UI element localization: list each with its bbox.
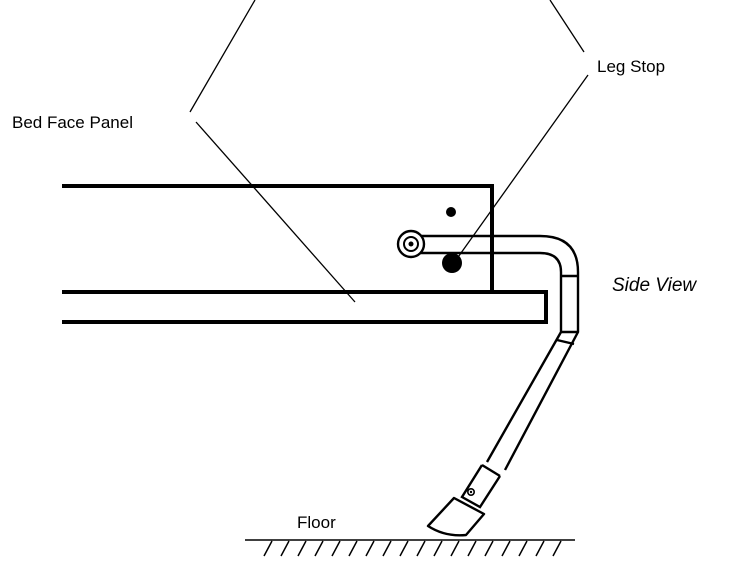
- floor: [245, 539, 575, 557]
- pivot-inner-ring: [403, 236, 419, 252]
- leg-collar-top: [481, 463, 501, 478]
- leg-foot: [426, 496, 486, 537]
- bed-face-panel-label: Bed Face Panel: [12, 113, 133, 132]
- leg-stop-leader-lower: [455, 74, 589, 261]
- floor-hatching: [263, 540, 562, 557]
- leg-tube-inner-edge: [415, 251, 563, 463]
- leg-collar: [460, 464, 502, 509]
- leg-tube-band-lower: [556, 338, 575, 346]
- bed-face-panel-leaders: [189, 0, 356, 303]
- leg-tube: [415, 234, 580, 509]
- mounting-hole: [446, 207, 456, 217]
- leg-tube-outer-edge: [415, 234, 580, 471]
- leg-pivot: [396, 229, 426, 259]
- floor-label: Floor: [297, 513, 336, 532]
- bed-frame-rail: [62, 184, 494, 294]
- leg-collar-pin-icon: [466, 487, 475, 496]
- leg-stop-leader-upper: [549, 0, 585, 53]
- pivot-center: [408, 241, 414, 247]
- bed-face-panel-leader-lower: [195, 121, 356, 303]
- leg-stop-leaders: [455, 0, 589, 261]
- leg-stop-label: Leg Stop: [597, 57, 665, 76]
- leg-collar-pin-center: [469, 490, 473, 494]
- bed-face-panel-leader-upper: [189, 0, 256, 113]
- bed-face-panel: [62, 290, 548, 324]
- side-view-label: Side View: [612, 275, 697, 296]
- leg-stop: [442, 253, 462, 273]
